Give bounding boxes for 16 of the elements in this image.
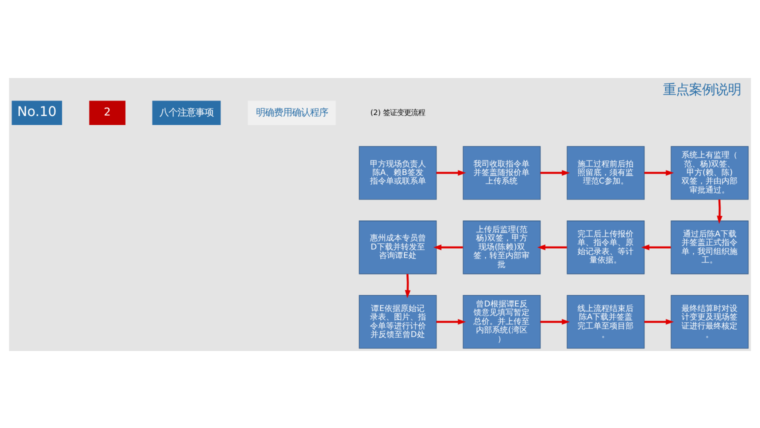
arrow: [716, 199, 722, 224]
arrow: [436, 318, 466, 324]
arrow: [641, 244, 671, 250]
label: No.10: [17, 104, 57, 120]
arrow: [540, 318, 570, 324]
arrow: [436, 170, 466, 176]
diagram-title: 重点案例说明: [662, 82, 741, 98]
arrow: [644, 170, 674, 176]
label: 八个注意事项: [159, 106, 214, 118]
label: 明确费用确认程序: [256, 106, 328, 118]
arrow: [540, 170, 570, 176]
arrow: [644, 318, 674, 324]
arrow: [537, 244, 567, 250]
label: 2: [104, 104, 111, 118]
arrow: [404, 273, 411, 298]
arrow: [433, 244, 463, 250]
